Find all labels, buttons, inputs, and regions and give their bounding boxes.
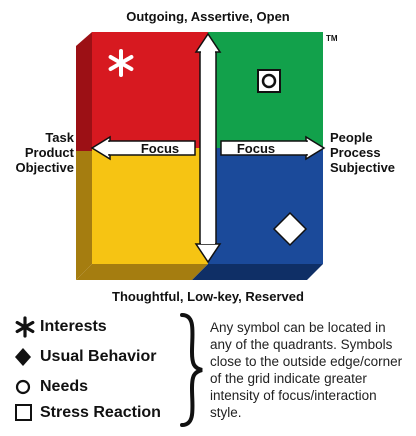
trademark-mark: TM <box>326 34 338 43</box>
legend-label: Interests <box>40 318 107 335</box>
legend-label: Usual Behavior <box>40 348 157 365</box>
circle-icon <box>257 69 281 93</box>
legend-item-stress-reaction: Stress Reaction <box>14 402 161 424</box>
left-label-line: Product <box>24 145 74 160</box>
extrusion-bottom-front-left <box>76 264 208 280</box>
quadrant-bottom-left <box>92 148 208 264</box>
circle-icon <box>14 376 40 398</box>
right-label-line: People <box>330 130 373 145</box>
quadrant-bottom-right <box>208 148 323 264</box>
legend-item-usual-behavior: Usual Behavior <box>14 346 156 368</box>
quadrant-top-left <box>92 32 208 148</box>
right-label-line: Process <box>330 145 381 160</box>
bottom-axis-label: Thoughtful, Low-key, Reserved <box>112 289 304 304</box>
legend-brace <box>180 313 203 427</box>
legend-label: Needs <box>40 378 89 395</box>
focus-label-right: Focus <box>237 141 275 156</box>
extrusion-bottom-front-right <box>192 264 323 280</box>
extrusion-bottom-left <box>76 151 92 280</box>
diamond-icon <box>272 211 308 247</box>
focus-arrow-right <box>220 135 326 161</box>
left-axis-label: Task Product Objective <box>4 130 74 175</box>
extrusion-top-left <box>76 32 92 151</box>
interaction-arrow <box>194 32 222 264</box>
square-icon <box>14 402 40 424</box>
legend-note: Any symbol can be located in any of the … <box>210 320 403 420</box>
left-label-line: Objective <box>15 160 74 175</box>
focus-label-left: Focus <box>141 141 179 156</box>
legend-item-needs: Needs <box>14 376 88 398</box>
quadrant-grid: Interaction Focus Focus <box>76 32 326 280</box>
right-label-line: Subjective <box>330 160 396 175</box>
diamond-icon <box>14 346 40 368</box>
legend-item-interests: Interests <box>14 316 107 338</box>
left-label-line: Task <box>45 130 74 145</box>
right-axis-label: People Process Subjective <box>330 130 416 175</box>
asterisk-icon <box>108 49 134 77</box>
legend-label: Stress Reaction <box>40 404 161 421</box>
asterisk-icon <box>14 316 40 338</box>
focus-arrow-left <box>90 135 196 161</box>
top-axis-label: Outgoing, Assertive, Open <box>126 9 290 24</box>
interaction-axis-label: Interaction <box>200 115 215 182</box>
